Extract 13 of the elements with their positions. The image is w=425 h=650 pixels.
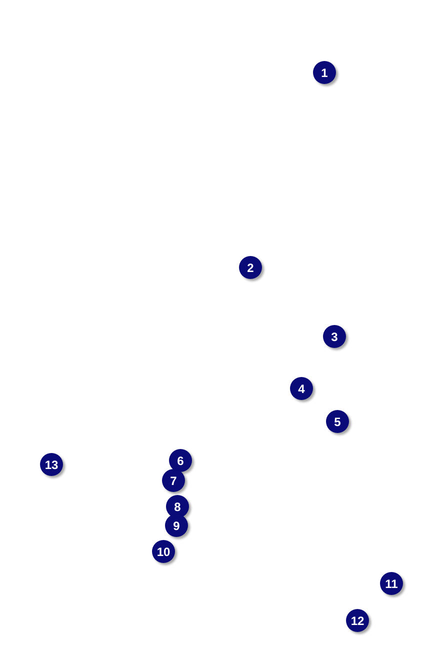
callout-number: 4 — [290, 377, 313, 400]
callout-number: 2 — [239, 256, 262, 279]
callout-number: 8 — [166, 495, 189, 518]
callout-number: 12 — [346, 609, 369, 632]
callout-number: 10 — [152, 540, 175, 563]
callout-number: 6 — [169, 449, 192, 472]
callout-number: 1 — [313, 61, 336, 84]
callout-number: 7 — [162, 469, 185, 492]
callout-number: 9 — [165, 514, 188, 537]
callout-number: 13 — [40, 453, 63, 476]
callout-number: 11 — [380, 572, 403, 595]
callout-number: 5 — [326, 410, 349, 433]
callout-number: 3 — [323, 325, 346, 348]
